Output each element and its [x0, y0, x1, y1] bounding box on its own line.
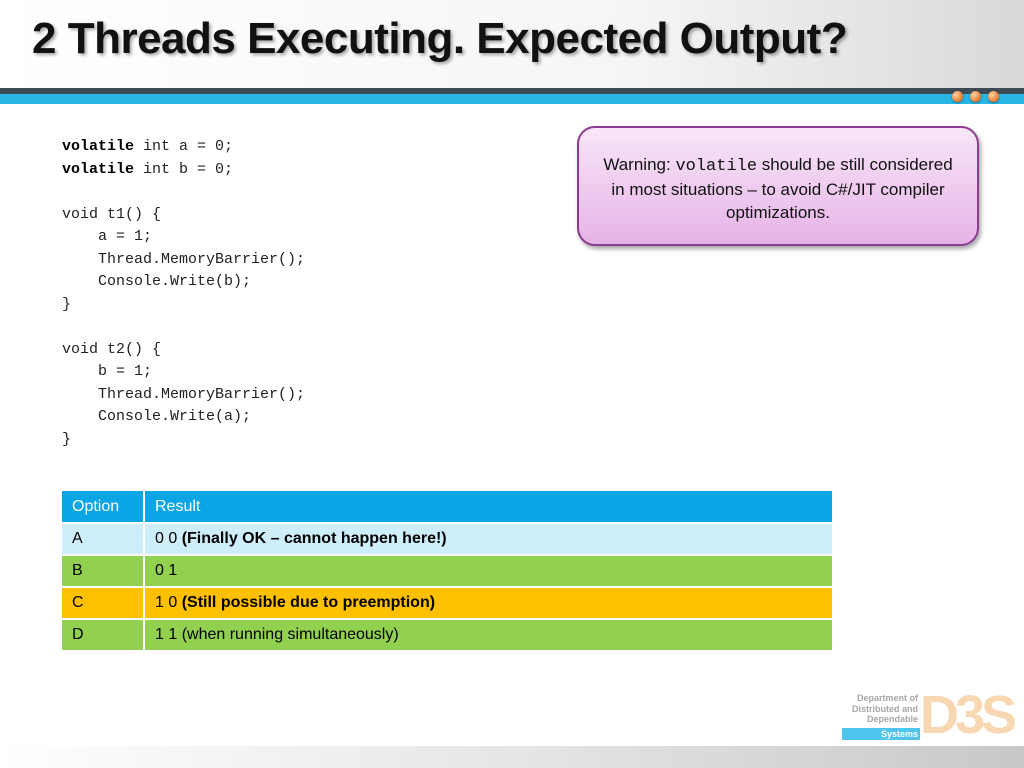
code-keyword: volatile — [62, 160, 135, 178]
dot-icon — [952, 91, 963, 102]
code-text: int a = 0; — [134, 138, 234, 155]
logo-department-text: Department of Distributed and Dependable — [852, 693, 918, 725]
result-value: 0 0 — [155, 530, 178, 547]
table-row: B 0 1 — [60, 554, 834, 588]
logo-bar — [842, 728, 920, 740]
code-text: b = 1; — [62, 363, 153, 380]
result-cell: 1 1 (when running simultaneously) — [143, 618, 834, 652]
code-line: b = 1; — [62, 361, 305, 384]
code-text: Console.Write(a); — [62, 408, 252, 425]
code-text: void t2() { — [62, 340, 162, 358]
code-keyword: volatile — [62, 138, 135, 155]
code-text: } — [62, 430, 72, 448]
title-band: 2 Threads Executing. Expected Output? — [0, 0, 1024, 88]
code-line — [62, 181, 305, 204]
result-value: 1 0 — [155, 594, 178, 611]
d3s-logo: Department of Distributed and Dependable… — [842, 686, 1022, 744]
warning-callout: Warning: volatile should be still consid… — [577, 126, 979, 246]
decorative-dots — [952, 91, 999, 102]
logo-line: Department of — [856, 693, 918, 703]
warning-code: volatile — [675, 157, 758, 176]
title-rule-dark — [0, 88, 1024, 94]
title-rule-blue — [0, 94, 1024, 104]
code-text: a = 1; — [62, 228, 153, 245]
column-header-option: Option — [60, 489, 145, 524]
code-text: int b = 0; — [134, 160, 234, 178]
option-cell: C — [60, 586, 145, 620]
result-value: 1 1 (when running simultaneously) — [155, 626, 399, 643]
code-line: volatile int a = 0; — [62, 136, 305, 159]
logo-systems-text: Systems — [880, 729, 918, 739]
result-cell: 1 0 (Still possible due to preemption) — [143, 586, 834, 620]
code-text: Thread.MemoryBarrier(); — [62, 385, 306, 403]
table-row: A 0 0 (Finally OK – cannot happen here!) — [60, 522, 834, 556]
code-line: } — [62, 294, 305, 317]
code-line: Console.Write(a); — [62, 406, 305, 429]
result-cell: 0 1 — [143, 554, 834, 588]
code-line: void t2() { — [62, 339, 305, 362]
warning-text: should be still considered in most situa… — [611, 155, 953, 222]
code-line — [62, 316, 305, 339]
column-header-result: Result — [143, 489, 834, 524]
code-line: volatile int b = 0; — [62, 159, 305, 182]
code-line: void t1() { — [62, 204, 305, 227]
result-note: (Still possible due to preemption) — [181, 594, 436, 611]
option-cell: D — [60, 618, 145, 652]
code-line: Console.Write(b); — [62, 271, 305, 294]
results-table: Option Result A 0 0 (Finally OK – cannot… — [60, 489, 834, 652]
code-text: } — [62, 295, 72, 313]
code-line: } — [62, 429, 305, 452]
warning-prefix: Warning: — [603, 155, 676, 174]
result-cell: 0 0 (Finally OK – cannot happen here!) — [143, 522, 834, 556]
code-line: Thread.MemoryBarrier(); — [62, 384, 305, 407]
table-row: C 1 0 (Still possible due to preemption) — [60, 586, 834, 620]
footer-band — [0, 746, 1024, 768]
code-text: Console.Write(b); — [62, 273, 252, 290]
slide-title: 2 Threads Executing. Expected Output? — [32, 14, 848, 63]
dot-icon — [988, 91, 999, 102]
option-cell: B — [60, 554, 145, 588]
code-text: void t1() { — [62, 205, 162, 223]
code-block: volatile int a = 0; volatile int b = 0; … — [62, 136, 305, 451]
logo-line: Distributed and — [851, 703, 918, 714]
code-line: Thread.MemoryBarrier(); — [62, 249, 305, 272]
logo-mark: D3S — [920, 685, 1017, 745]
table-row: D 1 1 (when running simultaneously) — [60, 618, 834, 652]
result-value: 0 1 — [155, 562, 178, 579]
table-header-row: Option Result — [60, 489, 834, 524]
option-cell: A — [60, 522, 145, 556]
dot-icon — [970, 91, 981, 102]
result-note: (Finally OK – cannot happen here!) — [181, 530, 447, 547]
code-line: a = 1; — [62, 226, 305, 249]
logo-line: Dependable — [866, 714, 918, 724]
code-text: Thread.MemoryBarrier(); — [62, 250, 306, 268]
